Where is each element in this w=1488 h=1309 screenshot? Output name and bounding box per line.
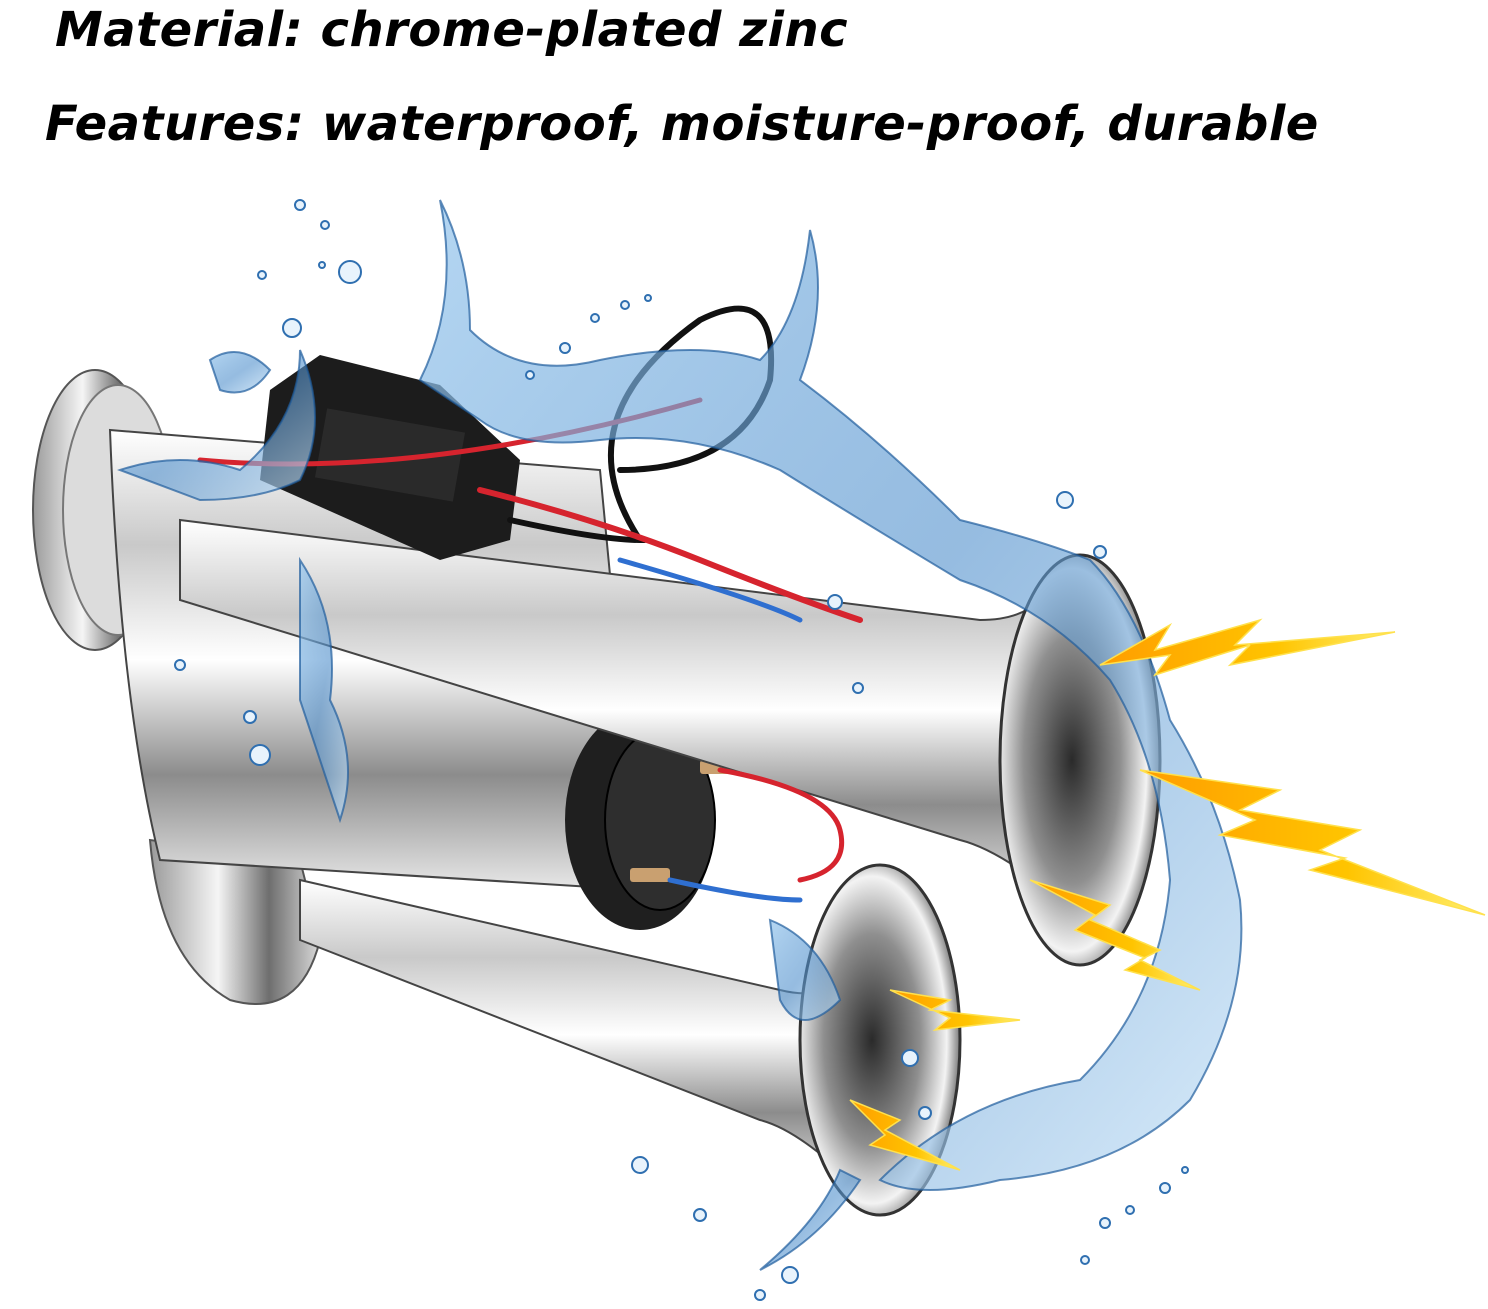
sound-bolts — [849, 618, 1486, 1171]
water-splash — [117, 199, 1243, 1271]
material-caption: Material: chrome-plated zinc — [55, 2, 849, 58]
air-horn-illustration — [32, 199, 1486, 1301]
motor-end-cap — [565, 710, 740, 930]
features-caption: Features: waterproof, moisture-proof, du… — [45, 96, 1319, 152]
water-droplets — [174, 199, 1189, 1301]
mount-foot — [148, 838, 322, 1005]
